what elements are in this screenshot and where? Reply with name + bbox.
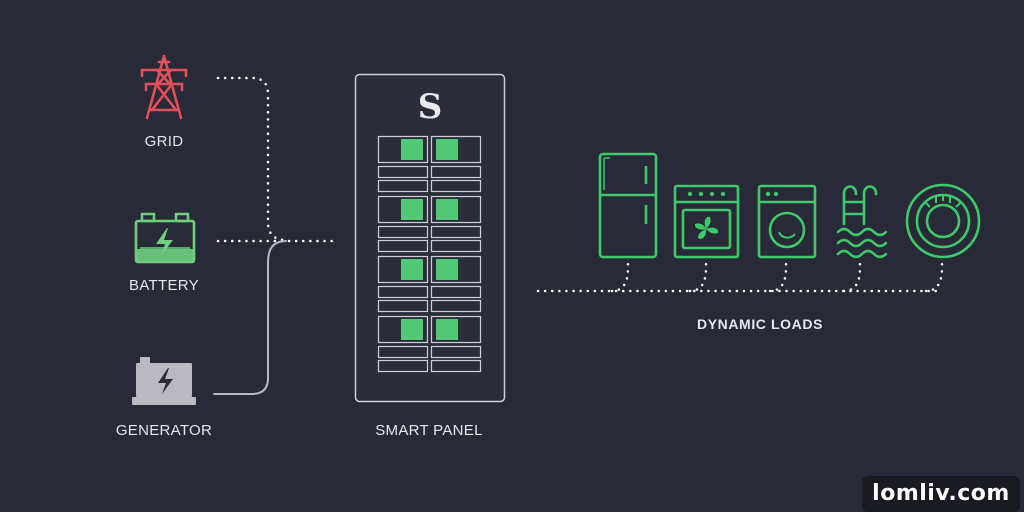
battery-icon (134, 212, 196, 264)
pool-icon (836, 185, 888, 259)
watermark: lomliv.com (862, 476, 1020, 512)
load-drop-3 (768, 260, 788, 293)
smart-panel-label: SMART PANEL (375, 422, 483, 439)
washing-machine-icon (757, 184, 817, 259)
breaker-slot-small (430, 285, 482, 299)
breaker-switch-on (436, 199, 458, 220)
load-drop-4 (842, 260, 862, 293)
breaker-bank (377, 135, 482, 373)
breaker-switch-on (401, 199, 423, 220)
breaker-slot-small (377, 239, 429, 253)
battery-label: BATTERY (129, 277, 199, 294)
breaker-slot-small (430, 299, 482, 313)
grid-connector (216, 76, 288, 242)
breaker-slot-small (377, 359, 429, 373)
breaker-slot (377, 255, 429, 284)
breaker-slot (377, 315, 429, 344)
load-drop-2 (688, 260, 708, 293)
breaker-slot (377, 195, 429, 224)
breaker-slot (430, 255, 482, 284)
breaker-switch-on (401, 259, 423, 280)
breaker-slot-small (430, 345, 482, 359)
load-drop-5 (924, 260, 944, 293)
generator-label: GENERATOR (115, 422, 213, 439)
breaker-slot-small (430, 165, 482, 179)
breaker-switch-on (436, 259, 458, 280)
breaker-slot-small (430, 225, 482, 239)
generator-icon (132, 357, 196, 405)
breaker-slot (377, 135, 429, 164)
breaker-slot-small (377, 299, 429, 313)
load-drop-1 (610, 260, 630, 293)
panel-logo: S (418, 87, 443, 127)
breaker-slot-small (377, 165, 429, 179)
connectors (213, 76, 944, 395)
breaker-slot-small (430, 239, 482, 253)
breaker-slot-small (377, 285, 429, 299)
oven-icon (673, 184, 740, 259)
breaker-slot-small (430, 359, 482, 373)
breaker-slot-small (377, 179, 429, 193)
breaker-slot-small (430, 179, 482, 193)
refrigerator-icon (598, 152, 658, 259)
breaker-switch-on (436, 139, 458, 160)
breaker-switch-on (401, 319, 423, 340)
grid-tower-icon (140, 54, 188, 120)
breaker-slot-small (377, 225, 429, 239)
generator-connector (213, 240, 287, 395)
breaker-slot (430, 195, 482, 224)
breaker-switch-on (436, 319, 458, 340)
dynamic-loads-label: DYNAMIC LOADS (696, 316, 824, 332)
cooktop-icon (905, 183, 981, 259)
breaker-slot (430, 315, 482, 344)
grid-label: GRID (144, 133, 184, 150)
smart-panel: S (354, 73, 506, 403)
breaker-slot-small (377, 345, 429, 359)
breaker-slot (430, 135, 482, 164)
breaker-switch-on (401, 139, 423, 160)
panel-outline (354, 73, 506, 403)
